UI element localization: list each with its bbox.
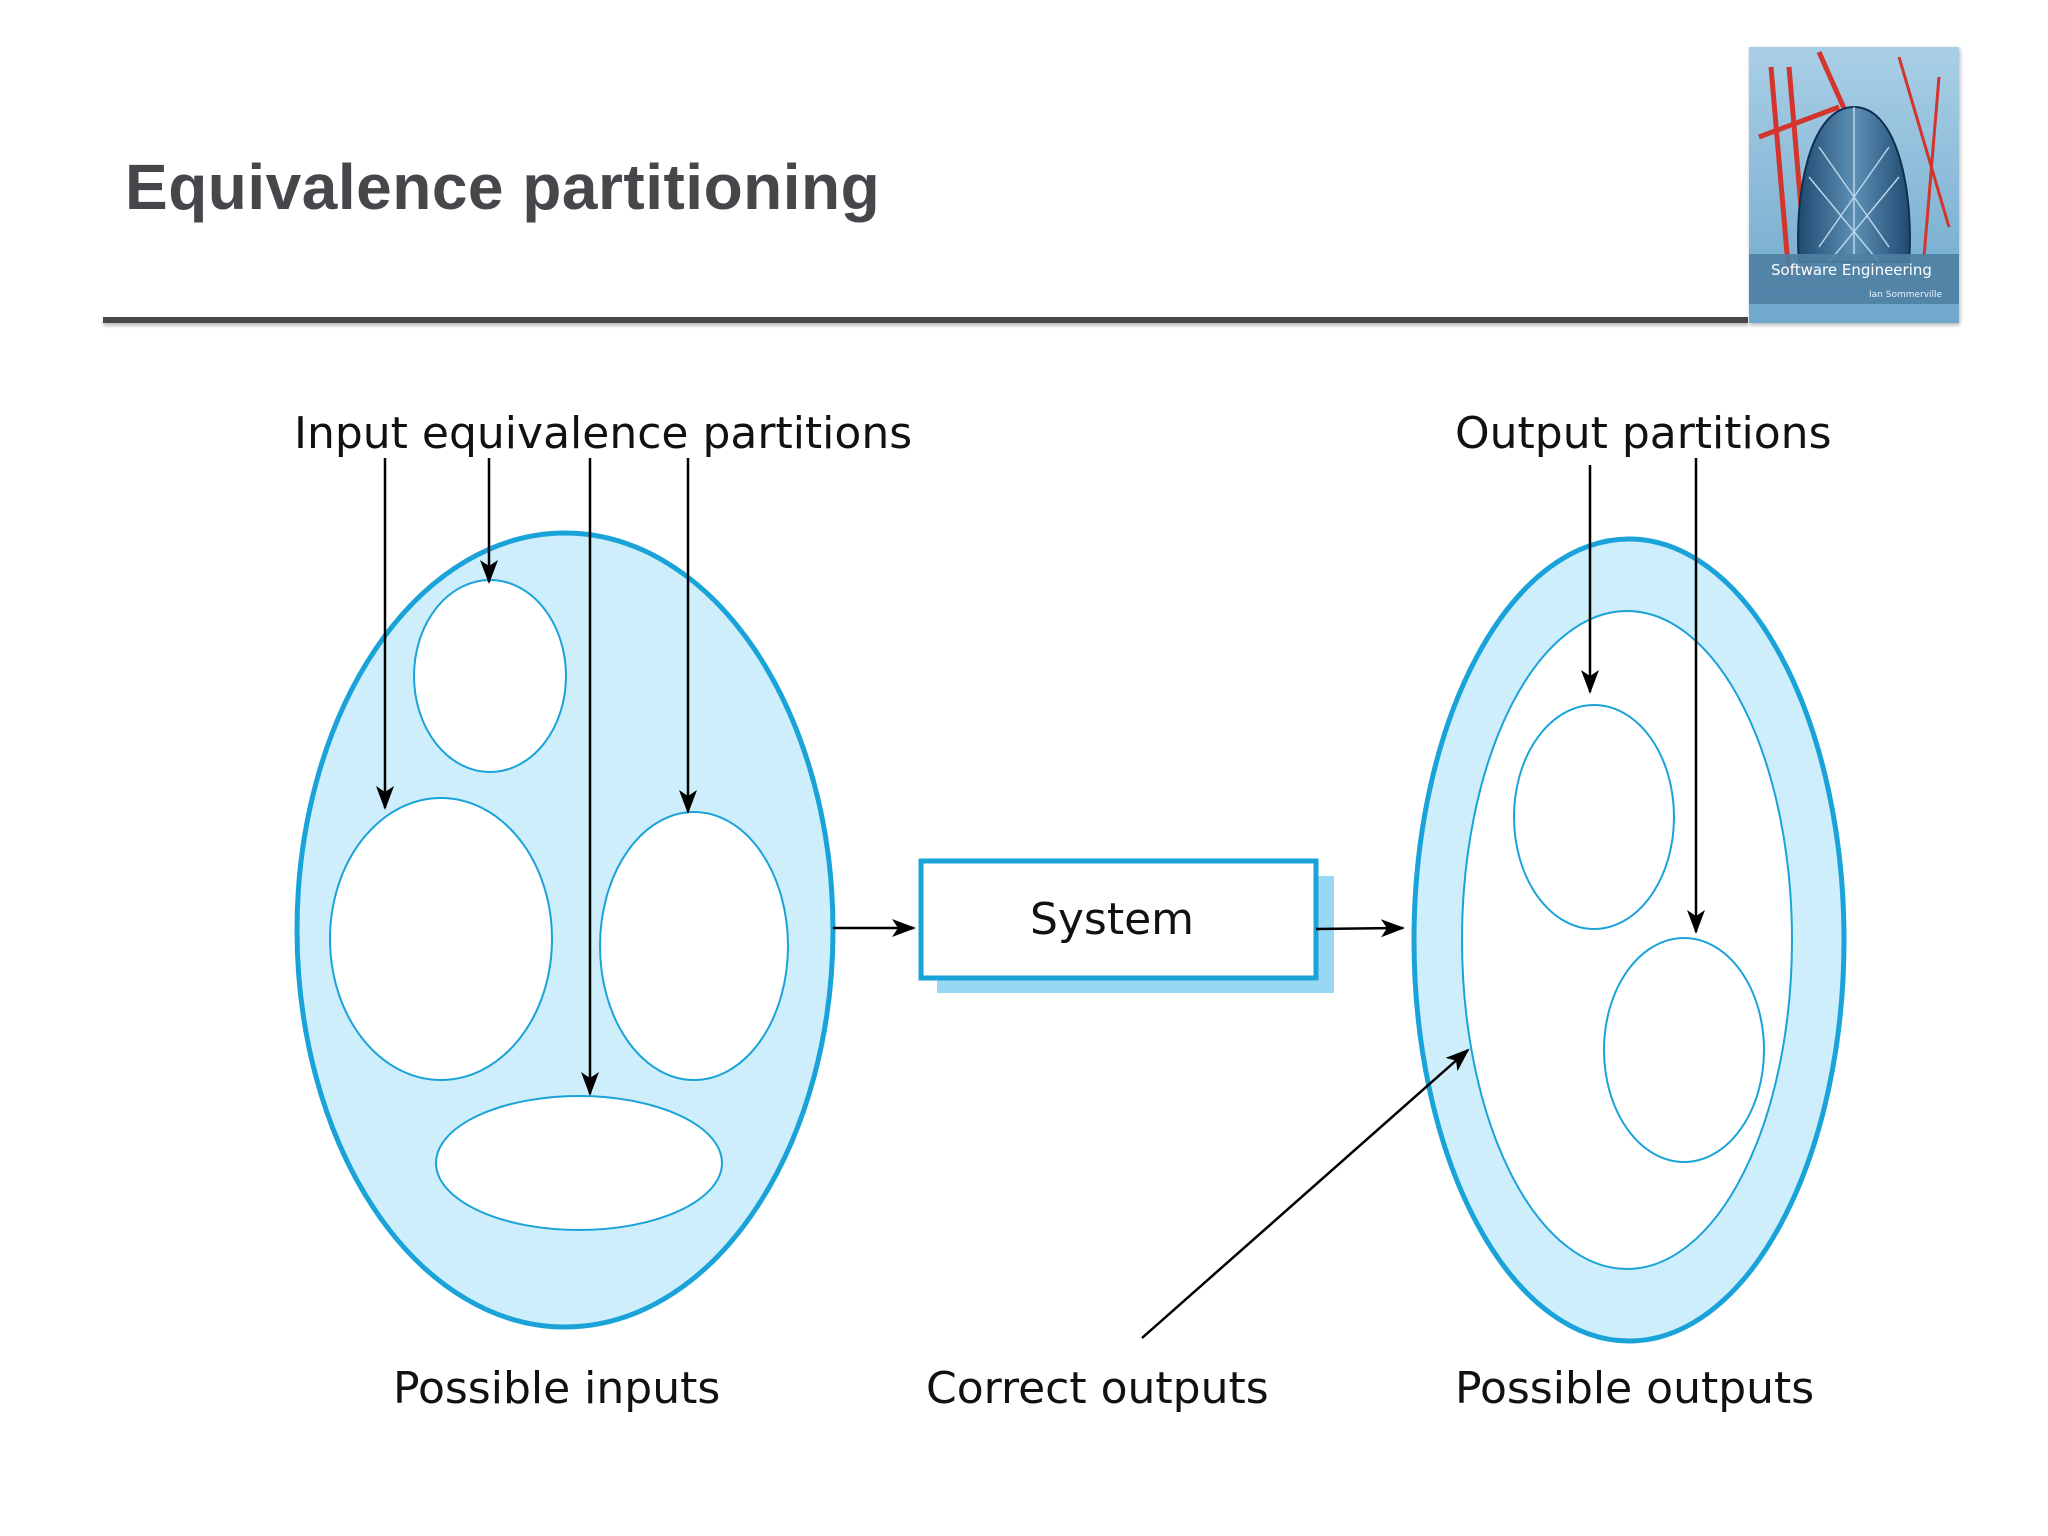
system-label: System <box>1030 894 1194 945</box>
crane-arm-icon <box>1897 56 1951 258</box>
correct-outputs-region <box>1461 610 1793 1270</box>
input-partitions-label: Input equivalence partitions <box>294 408 912 459</box>
cover-author: Ian Sommerville <box>1869 290 1943 300</box>
input-partition-top <box>413 579 567 773</box>
cover-title: Software Engineering <box>1771 261 1932 279</box>
output-partition-bottom <box>1603 937 1765 1163</box>
system-box <box>918 858 1319 981</box>
book-cover-image: Software Engineering Ian Sommerville <box>1749 47 1959 323</box>
input-partition-left <box>329 797 553 1081</box>
system-to-output-arrow <box>1315 919 1405 938</box>
book-cover-illustration: Software Engineering Ian Sommerville <box>1749 47 1959 323</box>
slide-title: Equivalence partitioning <box>125 151 881 223</box>
cover-band <box>1749 254 1959 304</box>
correct-outputs-pointer-arrow <box>1141 1048 1470 1339</box>
building-lattice <box>1808 107 1900 263</box>
output-partitions-label: Output partitions <box>1455 408 1832 459</box>
input-partition-bottom <box>435 1095 723 1231</box>
correct-outputs-label: Correct outputs <box>926 1363 1269 1414</box>
possible-outputs-label: Possible outputs <box>1455 1363 1814 1414</box>
input-partition-right <box>599 811 789 1081</box>
title-divider <box>103 317 1748 323</box>
possible-inputs-label: Possible inputs <box>393 1363 720 1414</box>
output-partition-top <box>1513 704 1675 930</box>
